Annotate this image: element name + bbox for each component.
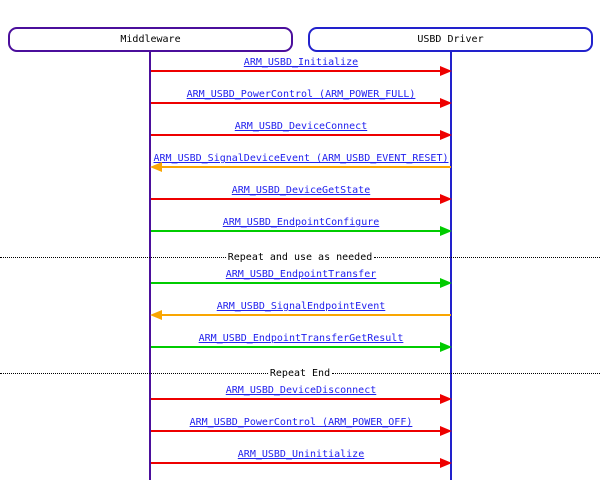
message-link[interactable]: ARM_USBD_EndpointConfigure — [222, 217, 380, 228]
lifeline-middleware — [149, 52, 151, 480]
message-row: ARM_USBD_EndpointTransfer — [150, 268, 452, 288]
arrow-head-icon — [440, 194, 452, 204]
divider-row: Repeat End — [0, 366, 600, 380]
message-arrow-line — [162, 166, 451, 168]
message-row: ARM_USBD_SignalDeviceEvent (ARM_USBD_EVE… — [150, 152, 452, 172]
arrow-head-icon — [440, 98, 452, 108]
message-link[interactable]: ARM_USBD_Uninitialize — [237, 449, 365, 460]
message-arrow-line — [151, 398, 440, 400]
arrow-head-icon — [440, 226, 452, 236]
divider-dotted-line — [332, 372, 600, 374]
message-row: ARM_USBD_PowerControl (ARM_POWER_FULL) — [150, 88, 452, 108]
participant-usbd-driver: USBD Driver — [308, 27, 593, 52]
arrow-head-icon — [440, 394, 452, 404]
message-link[interactable]: ARM_USBD_PowerControl (ARM_POWER_OFF) — [189, 417, 413, 428]
message-arrow-line — [151, 462, 440, 464]
message-arrow-line — [151, 70, 440, 72]
arrow-head-icon — [440, 342, 452, 352]
message-link[interactable]: ARM_USBD_SignalDeviceEvent (ARM_USBD_EVE… — [153, 153, 449, 164]
message-row: ARM_USBD_Uninitialize — [150, 448, 452, 468]
message-link[interactable]: ARM_USBD_PowerControl (ARM_POWER_FULL) — [186, 89, 416, 100]
participant-usbd-driver-label: USBD Driver — [417, 34, 484, 45]
message-arrow-line — [162, 314, 451, 316]
arrow-head-icon — [440, 66, 452, 76]
message-link[interactable]: ARM_USBD_SignalEndpointEvent — [216, 301, 386, 312]
participant-middleware-label: Middleware — [120, 34, 181, 45]
message-row: ARM_USBD_EndpointConfigure — [150, 216, 452, 236]
message-arrow-line — [151, 346, 440, 348]
message-arrow-line — [151, 230, 440, 232]
message-row: ARM_USBD_Initialize — [150, 56, 452, 76]
divider-dotted-line — [374, 256, 600, 258]
message-arrow-line — [151, 102, 440, 104]
message-row: ARM_USBD_EndpointTransferGetResult — [150, 332, 452, 352]
message-arrow-line — [151, 282, 440, 284]
message-row: ARM_USBD_DeviceConnect — [150, 120, 452, 140]
message-row: ARM_USBD_PowerControl (ARM_POWER_OFF) — [150, 416, 452, 436]
message-link[interactable]: ARM_USBD_EndpointTransferGetResult — [198, 333, 404, 344]
arrow-head-icon — [440, 426, 452, 436]
divider-row: Repeat and use as needed — [0, 250, 600, 264]
message-link[interactable]: ARM_USBD_DeviceDisconnect — [225, 385, 377, 396]
participant-middleware: Middleware — [8, 27, 293, 52]
message-arrow-line — [151, 430, 440, 432]
message-link[interactable]: ARM_USBD_DeviceGetState — [231, 185, 371, 196]
divider-dotted-line — [0, 256, 226, 258]
arrow-head-icon — [440, 130, 452, 140]
message-link[interactable]: ARM_USBD_DeviceConnect — [234, 121, 368, 132]
lifeline-usbd-driver — [450, 52, 452, 480]
arrow-head-icon — [440, 278, 452, 288]
message-link[interactable]: ARM_USBD_EndpointTransfer — [225, 269, 377, 280]
divider-label: Repeat End — [269, 367, 331, 379]
message-row: ARM_USBD_DeviceGetState — [150, 184, 452, 204]
message-row: ARM_USBD_SignalEndpointEvent — [150, 300, 452, 320]
message-row: ARM_USBD_DeviceDisconnect — [150, 384, 452, 404]
arrow-head-icon — [150, 310, 162, 320]
divider-dotted-line — [0, 372, 268, 374]
arrow-head-icon — [440, 458, 452, 468]
message-arrow-line — [151, 198, 440, 200]
divider-label: Repeat and use as needed — [227, 251, 373, 263]
message-arrow-line — [151, 134, 440, 136]
arrow-head-icon — [150, 162, 162, 172]
message-link[interactable]: ARM_USBD_Initialize — [243, 57, 359, 68]
